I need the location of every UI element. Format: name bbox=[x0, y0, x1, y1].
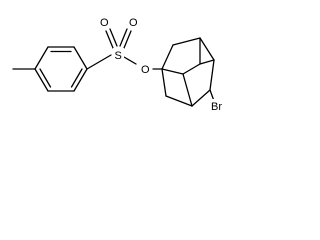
bond-s-o-left bbox=[105, 30, 114, 49]
cage-bond bbox=[209, 59, 215, 91]
atom-oxygen-ester: O bbox=[138, 62, 152, 76]
cage-bond bbox=[199, 59, 215, 65]
molecule-structure: S O O O Br bbox=[12, 17, 228, 113]
adamantane-cage bbox=[161, 37, 215, 107]
bond-s-o-ester bbox=[123, 56, 137, 65]
cage-bond bbox=[191, 89, 211, 107]
atom-oxygen-top-right: O bbox=[129, 17, 138, 29]
cage-bond bbox=[165, 95, 193, 107]
cage-bond bbox=[161, 44, 174, 70]
structure-canvas: S O O O Br bbox=[0, 0, 251, 130]
label-oxygen: O bbox=[141, 64, 150, 76]
cage-bond bbox=[182, 73, 193, 107]
atom-bromine: Br bbox=[210, 99, 228, 113]
atom-oxygen-top-left: O bbox=[100, 17, 109, 29]
label-oxygen: O bbox=[129, 17, 138, 29]
atom-sulfur: S bbox=[113, 48, 124, 62]
ring-double-bond bbox=[70, 68, 83, 88]
cage-bond bbox=[182, 63, 201, 75]
benzene-ring bbox=[34, 46, 88, 92]
label-bromine: Br bbox=[211, 101, 222, 113]
ring-bond bbox=[34, 68, 49, 92]
label-sulfur: S bbox=[115, 50, 122, 62]
cage-bond bbox=[199, 37, 215, 61]
cage-bond bbox=[161, 68, 184, 75]
ring-bond bbox=[73, 68, 88, 92]
ring-bond bbox=[34, 46, 49, 70]
label-oxygen: O bbox=[100, 17, 109, 29]
cage-bond bbox=[172, 37, 201, 46]
bond-s-o-right bbox=[123, 30, 132, 49]
cage-bond bbox=[161, 68, 167, 97]
bond-ring-sulfur bbox=[86, 54, 112, 70]
ring-double-bond bbox=[39, 68, 52, 88]
bond-s-o-left bbox=[109, 28, 118, 47]
bond-s-o-right bbox=[119, 28, 128, 47]
ring-bond bbox=[73, 46, 88, 70]
